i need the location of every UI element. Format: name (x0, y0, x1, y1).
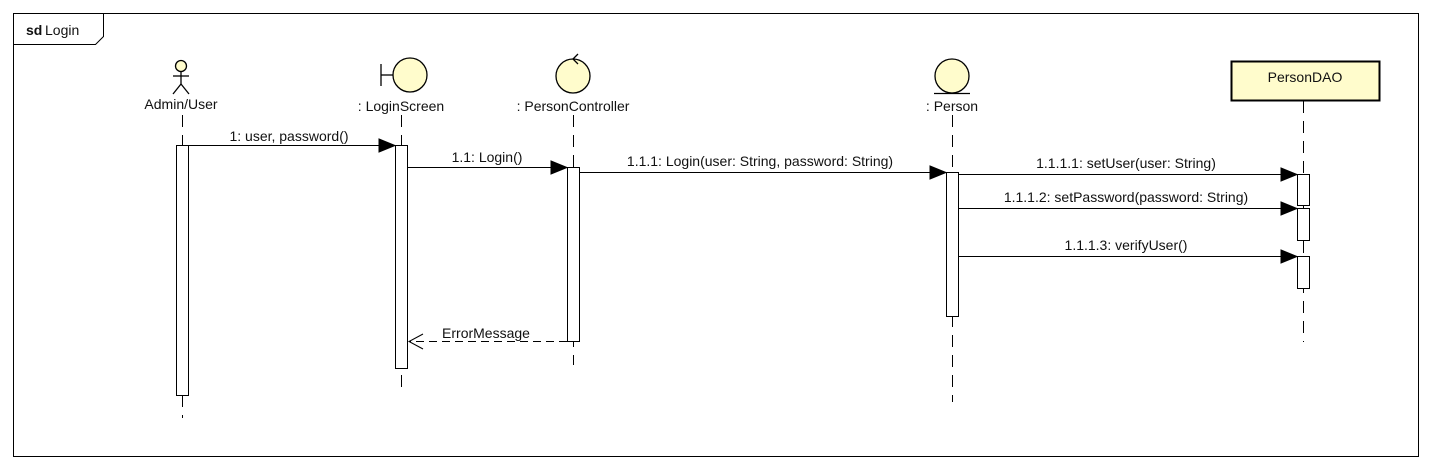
messages (188, 138, 1299, 350)
message-label-m5: 1.1.1.2: setPassword(password: String) (1004, 189, 1248, 205)
activation-admin (176, 145, 189, 396)
activation-dao-3 (1297, 256, 1310, 289)
lifeline-label-admin: Admin/User (144, 96, 217, 112)
lifeline-label-controller: : PersonController (517, 98, 630, 114)
activation-dao-1 (1297, 174, 1310, 206)
message-label-m1: 1: user, password() (229, 128, 348, 144)
frame-name-tab (13, 13, 104, 45)
message-label-m6: 1.1.1.3: verifyUser() (1065, 237, 1188, 253)
message-arrowhead-m6 (1280, 249, 1299, 264)
diagram-frame (13, 13, 1419, 457)
activation-person (946, 172, 959, 317)
activation-screen (395, 145, 408, 369)
message-arrowhead-m4 (1280, 167, 1299, 182)
message-label-m7: ErrorMessage (442, 325, 530, 341)
boundary-icon (380, 57, 428, 93)
message-label-m3: 1.1.1: Login(user: String, password: Str… (627, 153, 893, 169)
message-arrowhead-m5 (1280, 201, 1299, 216)
entity-icon (934, 58, 970, 95)
frame-keyword: sd (26, 22, 42, 38)
lifeline-label-screen: : LoginScreen (358, 98, 444, 114)
message-arrowhead-m3 (929, 165, 948, 180)
lifeline-label-dao: PersonDAO (1268, 69, 1343, 85)
message-arrowhead-m2 (550, 160, 569, 175)
activation-controller (567, 167, 580, 342)
class-box-dao (1230, 60, 1381, 102)
activation-dao-2 (1297, 208, 1310, 241)
control-icon (555, 53, 591, 94)
frame-title: Login (45, 22, 79, 38)
activation-bars (176, 145, 1310, 396)
lifeline-label-person: : Person (926, 98, 978, 114)
actor-icon (172, 59, 190, 95)
message-label-m4: 1.1.1.1: setUser(user: String) (1036, 155, 1216, 171)
message-arrowhead-m7 (407, 333, 424, 350)
message-label-m2: 1.1: Login() (452, 149, 523, 165)
message-arrowhead-m1 (378, 138, 397, 153)
